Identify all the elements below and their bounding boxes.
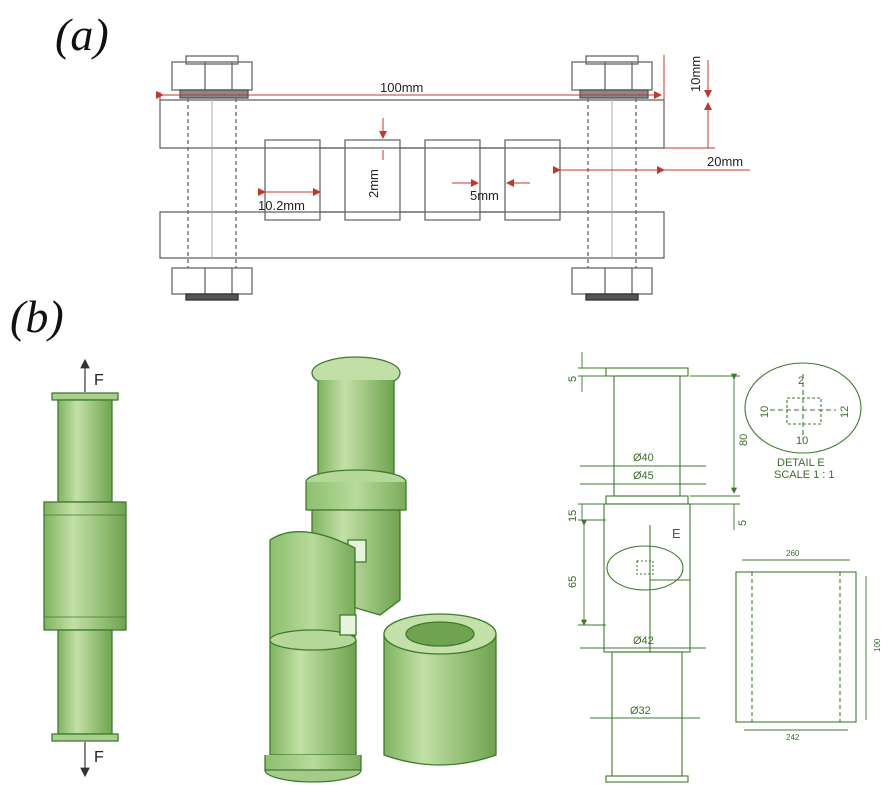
dim-100mm: 100mm <box>380 80 423 95</box>
specimen-top-edge <box>264 139 561 149</box>
sleeve-dim-bottom: 242 <box>786 733 800 742</box>
dim-5-top: 5 <box>567 376 579 382</box>
dim-10mm: 10mm <box>688 56 703 92</box>
drawing-dimension-lines <box>578 352 867 731</box>
assembled-specimen <box>43 392 127 742</box>
detail-dim-10-bottom: 10 <box>796 435 808 447</box>
specimen-bottom-edge <box>264 211 561 221</box>
dim-20mm: 20mm <box>707 154 743 169</box>
dim-diameter-42: Ø42 <box>633 635 654 647</box>
clamp-dimensions <box>156 55 750 196</box>
panel-a-label: (a) <box>55 9 109 60</box>
force-label-bottom: F <box>94 749 104 766</box>
dim-diameter-40: Ø40 <box>633 452 654 464</box>
dim-diameter-45: Ø45 <box>633 470 654 482</box>
sleeve-dim-top: 260 <box>786 549 800 558</box>
detail-e-marker: E <box>672 526 681 541</box>
dim-5-mid: 5 <box>737 520 749 526</box>
dim-diameter-32: Ø32 <box>630 705 651 717</box>
dim-65: 65 <box>567 576 579 588</box>
dim-15: 15 <box>567 510 579 522</box>
dim-10-2mm: 10.2mm <box>258 198 305 213</box>
detail-dim-2: 2 <box>798 375 804 387</box>
sleeve-dim-right: 100 <box>873 638 882 652</box>
dim-80: 80 <box>738 434 750 446</box>
dim-2mm: 2mm <box>366 169 381 198</box>
detail-e-scale: SCALE 1 : 1 <box>774 469 835 481</box>
detail-e-title: DETAIL E <box>777 457 825 469</box>
force-label-top: F <box>94 372 104 389</box>
panel-b-label: (b) <box>10 291 64 342</box>
left-bolt <box>171 55 253 301</box>
detail-dim-10-left: 10 <box>759 406 771 418</box>
engineering-drawing <box>603 362 862 783</box>
dim-5mm: 5mm <box>470 188 499 203</box>
exploded-parts <box>264 356 497 783</box>
detail-dim-12: 12 <box>839 406 851 418</box>
right-bolt <box>571 55 653 301</box>
